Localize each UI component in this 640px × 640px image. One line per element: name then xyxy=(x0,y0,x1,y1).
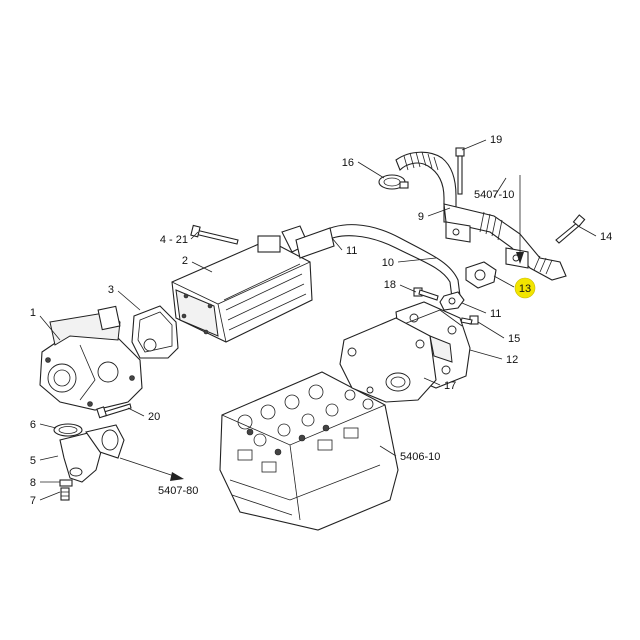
callout-18: 18 xyxy=(384,279,396,291)
callout-labels: 1 2 3 4 - 21 5 6 7 8 9 10 11 12 13 14 15… xyxy=(30,134,612,507)
callout-13-highlight xyxy=(514,277,536,299)
part-13-gasket xyxy=(465,261,497,289)
part-19-bolt xyxy=(455,147,465,195)
callout-6: 6 xyxy=(30,419,36,431)
callout-4-21: 4 - 21 xyxy=(160,234,188,246)
part-20-bolt xyxy=(96,403,132,419)
part-16-clamp xyxy=(378,174,409,190)
engine-block xyxy=(219,371,399,531)
part-5-elbow xyxy=(59,424,125,483)
part-3-gasket xyxy=(131,305,179,359)
part-1-egr-valve-housing xyxy=(39,305,143,411)
callout-13: 13 xyxy=(519,283,531,295)
callout-2: 2 xyxy=(182,255,188,267)
callout-16: 16 xyxy=(342,157,354,169)
callout-15: 15 xyxy=(508,333,520,345)
callout-11: 11 xyxy=(490,308,501,320)
part-17-flange-gasket xyxy=(339,317,437,403)
callout-12: 12 xyxy=(506,354,518,366)
reference-labels: 5407-10 5407-80 5406-10 xyxy=(158,189,514,497)
part-10-tube xyxy=(295,224,461,299)
callout-10: 10 xyxy=(382,257,394,269)
callout-8: 8 xyxy=(30,477,36,489)
callout-17: 17 xyxy=(444,380,456,392)
leader-lines xyxy=(39,139,597,501)
part-4-21-bolt xyxy=(190,224,239,245)
part-11-nut xyxy=(439,291,465,311)
ref-5407-10: 5407-10 xyxy=(474,189,514,201)
part-8-fitting xyxy=(59,479,73,487)
part-6-seal-ring xyxy=(53,423,83,437)
callout-20-anchor-11: 11 xyxy=(346,245,357,257)
part-18-bolt xyxy=(413,287,439,301)
callout-1: 1 xyxy=(30,307,36,319)
callout-7: 7 xyxy=(30,495,36,507)
part-2-egr-cooler xyxy=(171,225,313,343)
part-15-bolt xyxy=(460,315,479,325)
part-7-screw xyxy=(60,487,70,501)
part-14-bolt xyxy=(555,214,586,244)
ref-5407-80: 5407-80 xyxy=(158,485,198,497)
ref-5406-10: 5406-10 xyxy=(400,451,440,463)
callout-3: 3 xyxy=(108,284,114,296)
reference-arrows xyxy=(119,175,524,481)
callout-20: 20 xyxy=(148,411,160,423)
callout-19: 19 xyxy=(490,134,502,146)
callout-5: 5 xyxy=(30,455,36,467)
callout-9: 9 xyxy=(418,211,424,223)
callout-14: 14 xyxy=(600,231,612,243)
